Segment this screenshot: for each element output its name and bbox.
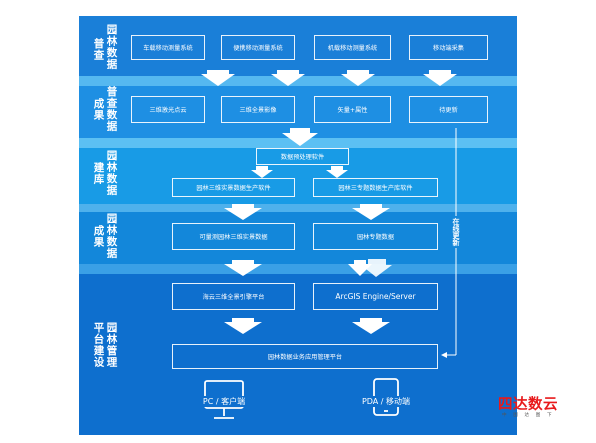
monitor-icon <box>204 380 244 419</box>
arrow-engine-right <box>352 318 390 334</box>
client-pda-label: PDA / 移动端 <box>350 396 422 407</box>
band-build-db <box>79 148 517 206</box>
arrow-engine-left <box>224 318 262 334</box>
box-mobile-collection: 移动端采集 <box>409 35 488 60</box>
arrows-row1 <box>201 70 457 86</box>
arrow-split-right <box>326 166 348 178</box>
client-pc-label: PC / 客户端 <box>189 396 259 407</box>
box-panorama-engine: 海云三维全景引擎平台 <box>172 283 295 310</box>
band-stripe-1 <box>79 76 517 86</box>
box-3d-production-software: 园林三维实景数据生产软件 <box>172 178 295 197</box>
band-stripe-4 <box>79 264 517 274</box>
box-portable-mms: 便携移动测量系统 <box>221 35 295 60</box>
section-label-survey-left: 普查 <box>92 38 105 61</box>
box-airborne-mms: 机载移动测量系统 <box>314 35 391 60</box>
box-arcgis-engine: ArcGIS Engine/Server <box>313 283 438 310</box>
section-label-platform-left: 平台建设 <box>92 322 105 368</box>
arrow-results-cross <box>361 259 392 277</box>
box-thematic-db-software: 园林三专题数据生产库软件 <box>313 178 438 197</box>
section-label-build-db-left: 建库 <box>92 162 105 185</box>
band-survey <box>79 16 517 78</box>
online-update-label: 在线更新 <box>451 216 460 248</box>
box-thematic-data: 园林专题数据 <box>313 223 438 250</box>
section-label-survey-results: 普查数据 <box>105 86 118 132</box>
section-label-platform: 园林管理 <box>105 322 118 368</box>
arrow-results-left <box>224 260 262 276</box>
section-label-results-left: 成果 <box>92 225 105 248</box>
arrow-results-right <box>348 260 372 276</box>
section-label-survey-results-left: 成果 <box>92 98 105 121</box>
arrow-merge <box>282 128 318 146</box>
box-laser-pointcloud: 三维激光点云 <box>131 96 205 123</box>
band-results <box>79 212 517 267</box>
box-to-update: 待更新 <box>409 96 488 123</box>
company-logo: 四达数云 <box>498 397 558 413</box>
section-label-results: 园林数据 <box>105 213 118 259</box>
box-preprocess-software: 数据预处理软件 <box>256 148 349 165</box>
box-panorama-image: 三维全景影像 <box>221 96 295 123</box>
box-management-platform: 园林数据业务应用管理平台 <box>172 344 438 369</box>
arrow-software-left <box>224 204 262 220</box>
arrow-software-right <box>352 204 390 220</box>
band-stripe-3 <box>79 204 517 212</box>
box-measurable-3d-data: 可量测园林三维实景数据 <box>172 223 295 250</box>
section-label-build-db: 园林数据 <box>105 150 118 196</box>
box-vehicle-mms: 车载移动测量系统 <box>131 35 205 60</box>
online-update-arrowhead <box>441 352 447 358</box>
box-vector-attribute: 矢量+属性 <box>314 96 391 123</box>
section-label-survey: 园林数据 <box>105 24 118 70</box>
company-logo-subtitle: 中 图 达 图 下 <box>502 413 555 418</box>
arrow-split-left <box>251 166 273 178</box>
